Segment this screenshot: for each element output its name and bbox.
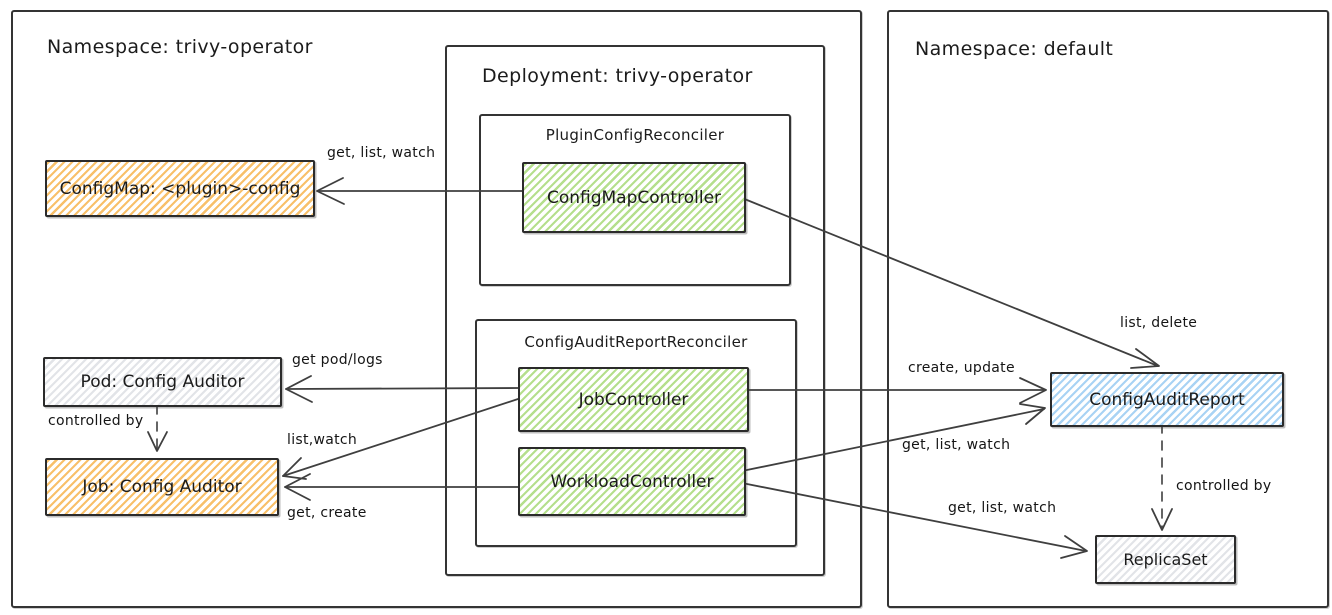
deployment-trivy-operator-label: Deployment: trivy-operator <box>482 65 753 87</box>
node-configmap: ConfigMap: <plugin>-config <box>45 160 315 217</box>
edge-label-list-delete: list, delete <box>1120 315 1198 331</box>
namespace-default-label: Namespace: default <box>915 38 1114 60</box>
node-replicaset: ReplicaSet <box>1095 535 1236 584</box>
node-job: Job: Config Auditor <box>45 458 279 516</box>
node-configmap-label: ConfigMap: <plugin>-config <box>59 178 301 199</box>
edge-label-create-update: create, update <box>908 360 1015 376</box>
edge-label-get-list-watch-car: get, list, watch <box>902 437 1011 453</box>
edge-label-get-pod-logs: get pod/logs <box>292 352 383 368</box>
node-configmapcontroller-label: ConfigMapController <box>546 187 722 208</box>
edge-label-get-create: get, create <box>287 505 367 521</box>
node-pod: Pod: Config Auditor <box>43 357 282 407</box>
namespace-default-box: Namespace: default <box>887 10 1329 608</box>
node-configauditreport-label: ConfigAuditReport <box>1089 389 1245 410</box>
node-configauditreport: ConfigAuditReport <box>1050 372 1284 427</box>
node-replicaset-label: ReplicaSet <box>1123 550 1208 569</box>
node-jobcontroller-label: JobController <box>578 389 689 410</box>
node-workloadcontroller: WorkloadController <box>518 447 746 516</box>
node-pod-label: Pod: Config Auditor <box>80 372 245 392</box>
config-audit-report-reconciler-label: ConfigAuditReportReconciler <box>524 333 748 351</box>
node-job-label: Job: Config Auditor <box>82 477 242 497</box>
edge-label-list-watch: list,watch <box>287 432 358 448</box>
namespace-trivy-operator-label: Namespace: trivy-operator <box>47 36 313 58</box>
node-jobcontroller: JobController <box>518 367 749 432</box>
node-configmapcontroller: ConfigMapController <box>522 162 746 233</box>
edge-label-controlled-by-right: controlled by <box>1176 478 1272 494</box>
edge-label-controlled-by-left: controlled by <box>48 413 144 429</box>
plugin-config-reconciler-label: PluginConfigReconciler <box>545 126 725 144</box>
node-workloadcontroller-label: WorkloadController <box>550 471 714 492</box>
edge-label-get-list-watch-replicaset: get, list, watch <box>948 500 1057 516</box>
edge-label-get-list-watch-configmap: get, list, watch <box>327 145 436 161</box>
